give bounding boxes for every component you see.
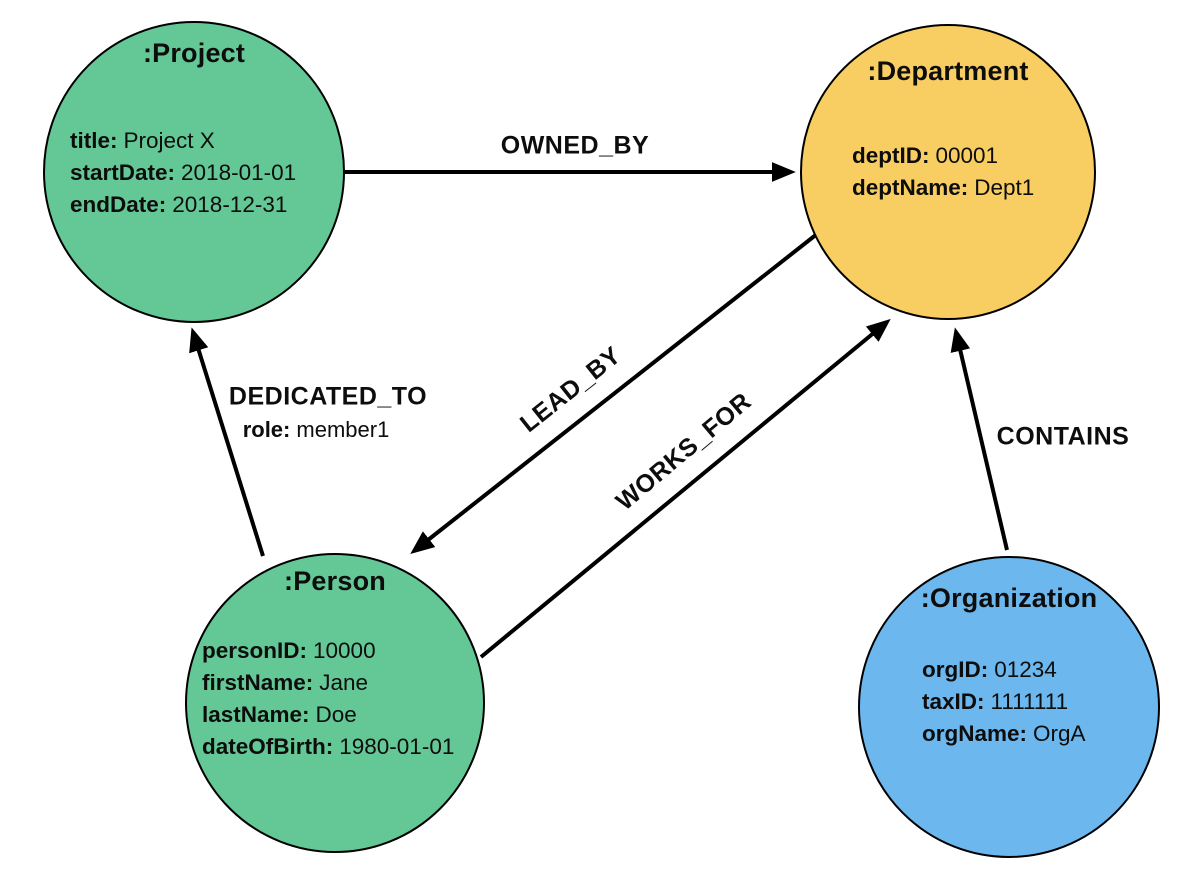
node-project: :Project title:Project X startDate:2018-… (43, 21, 345, 323)
node-organization: :Organization orgID:01234 taxID:1111111 … (858, 556, 1160, 858)
edge-contains-line (950, 327, 1009, 551)
edge-lead-by-line (410, 232, 819, 554)
node-person: :Person personID:10000 firstName:Jane la… (185, 553, 485, 853)
node-project-properties: title:Project X startDate:2018-01-01 end… (70, 125, 296, 221)
edge-property-role: role:member1 (242, 417, 390, 442)
node-project-label: :Project (142, 38, 246, 68)
edge-label-owned-by: OWNED_BY (500, 131, 650, 160)
property-row: deptID:00001 (852, 143, 999, 168)
property-row: dateOfBirth:1980-01-01 (202, 734, 455, 759)
node-department-properties: deptID:00001 deptName:Dept1 (852, 140, 1034, 204)
property-row: orgName:OrgA (922, 721, 1086, 746)
node-department-label: :Department (867, 56, 1029, 86)
node-person-label: :Person (284, 566, 386, 596)
edge-dedicated-to-line (189, 327, 265, 557)
property-row: firstName:Jane (202, 670, 369, 695)
property-row: taxID:1111111 (922, 689, 1069, 714)
property-row: startDate:2018-01-01 (70, 160, 297, 185)
edge-label-contains: CONTAINS (996, 422, 1130, 451)
node-department: :Department deptID:00001 deptName:Dept1 (800, 24, 1096, 320)
property-row: lastName:Doe (202, 702, 357, 727)
property-row: title:Project X (70, 128, 215, 153)
node-organization-properties: orgID:01234 taxID:1111111 orgName:OrgA (922, 654, 1086, 750)
node-organization-label: :Organization (920, 583, 1098, 613)
node-person-properties: personID:10000 firstName:Jane lastName:D… (202, 635, 454, 763)
property-row: endDate:2018-12-31 (70, 192, 288, 217)
edge-works-for-line (479, 318, 891, 659)
edge-label-dedicated-to: DEDICATED_TO (228, 382, 428, 411)
property-row: deptName:Dept1 (852, 175, 1035, 200)
property-row: orgID:01234 (922, 657, 1057, 682)
property-row: personID:10000 (202, 638, 376, 663)
